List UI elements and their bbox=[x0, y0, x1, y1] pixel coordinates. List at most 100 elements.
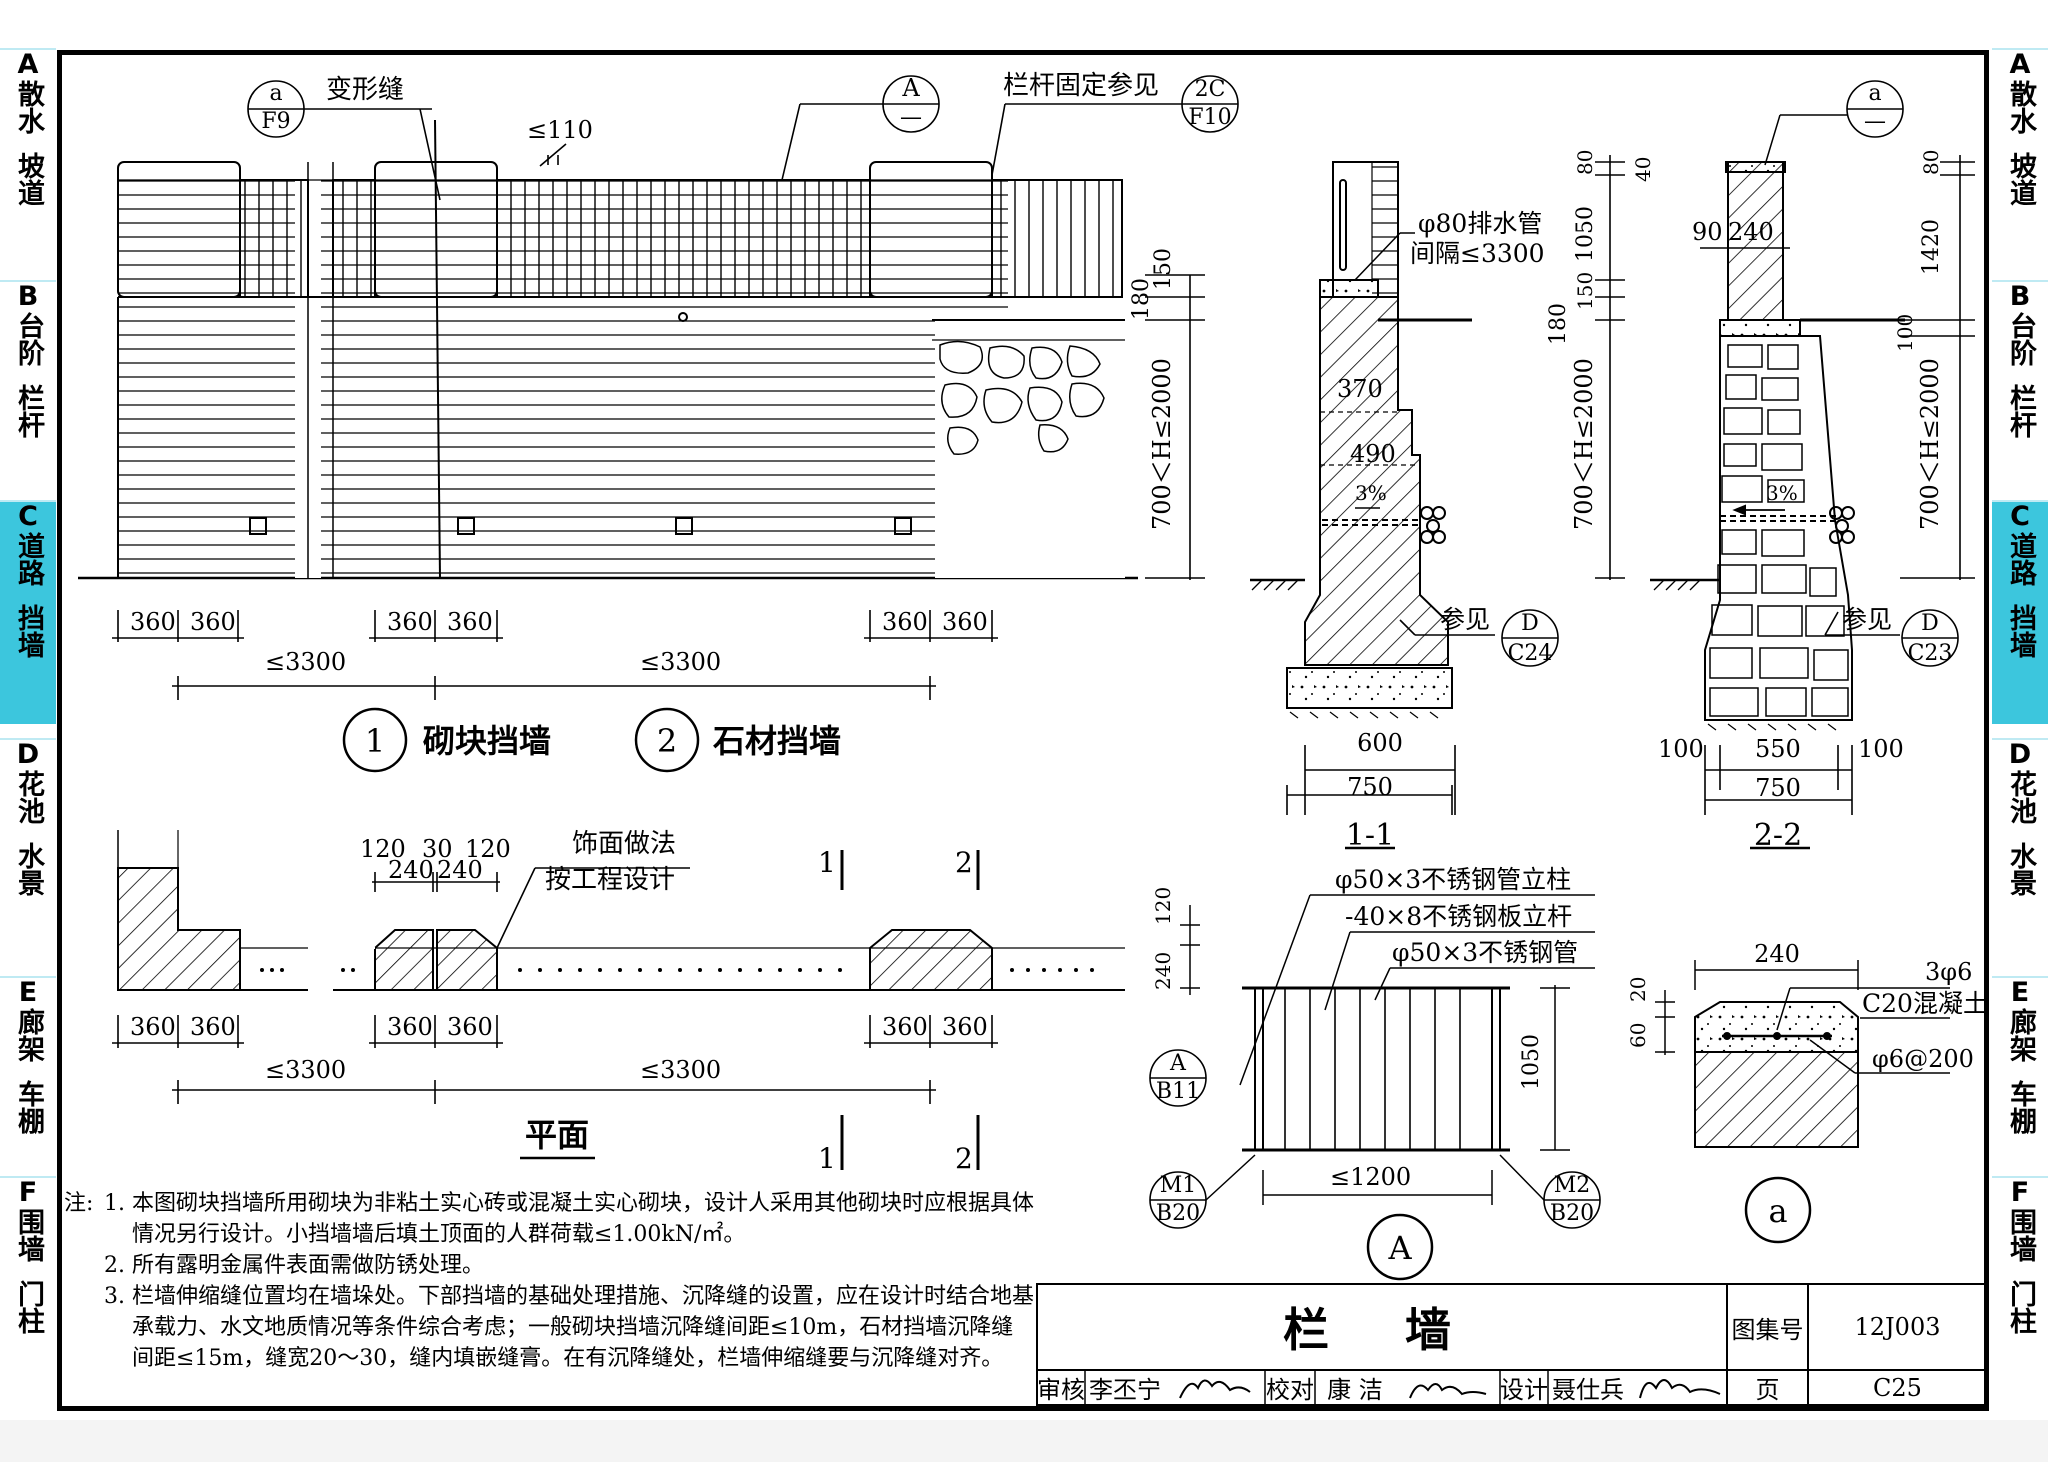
plan-dim-30: 30 bbox=[422, 835, 453, 863]
sec11-w750: 750 bbox=[1347, 773, 1393, 801]
elevation-view bbox=[78, 119, 1138, 580]
note-3-text: 栏墙伸缩缝位置均在墙垛处。下部挡墙的基础处理措施、沉降缝的设置，应在设计时结合地… bbox=[132, 1284, 1035, 1371]
elev-span-1: ≤3300 bbox=[265, 648, 346, 676]
callout-a-bottom: — bbox=[900, 105, 922, 130]
sec22-dim-80: 80 bbox=[1919, 150, 1943, 175]
block-wall-label: 砌块挡墙 bbox=[423, 722, 551, 760]
checker-name: 康 洁 bbox=[1327, 1376, 1383, 1404]
sec11-ref-label: 参见 bbox=[1440, 605, 1490, 634]
callout-d-c24-bottom: C24 bbox=[1508, 641, 1553, 666]
callout-2c-bottom: F10 bbox=[1188, 105, 1231, 130]
plan-dots bbox=[260, 968, 1094, 972]
elev-span-2: ≤3300 bbox=[640, 648, 721, 676]
callout-d-c23-bottom: C23 bbox=[1908, 641, 1953, 666]
sec11-dim-80: 80 bbox=[1573, 150, 1597, 175]
picket-spacing: ≤110 bbox=[527, 116, 593, 144]
plan-view bbox=[117, 830, 1125, 991]
callout-a-b11-top: A bbox=[1169, 1051, 1187, 1076]
callout-a-top: A bbox=[901, 74, 920, 102]
elev-dim-360-2: 360 bbox=[190, 608, 236, 636]
post-label: φ50×3不锈钢管立柱 bbox=[1335, 865, 1571, 894]
sec11-w600: 600 bbox=[1357, 729, 1403, 757]
concrete-label: C20混凝土 bbox=[1862, 989, 1988, 1018]
section-2-2-text: a — 90 240 3% 参见 D C23 100 550 100 750 2… bbox=[1658, 81, 1952, 853]
deta-dim-20: 20 bbox=[1626, 977, 1650, 1002]
facing-label-1: 饰面做法 bbox=[572, 829, 676, 859]
sec22-w750: 750 bbox=[1755, 774, 1801, 802]
detail-a-text: 240 3φ6 C20混凝土 φ6@200 20 60 a bbox=[1626, 940, 1988, 1230]
detail-A-title: A bbox=[1387, 1229, 1412, 1267]
plan-span-2: ≤3300 bbox=[640, 1056, 721, 1084]
elevation-annotations bbox=[112, 75, 1239, 700]
elev-dim-180: 180 bbox=[1129, 278, 1154, 320]
deta-w240: 240 bbox=[1754, 940, 1800, 968]
sec11-dim-40: 40 bbox=[1631, 157, 1655, 182]
sec22-w100a: 100 bbox=[1658, 735, 1704, 763]
detail-a bbox=[1655, 960, 1950, 1244]
plan-dim-360-2: 360 bbox=[190, 1013, 236, 1041]
reviewer-name: 李丕宁 bbox=[1089, 1376, 1161, 1404]
sec11-dim-150: 150 bbox=[1573, 272, 1597, 310]
atlas-label: 图集号 bbox=[1731, 1315, 1804, 1344]
plan-dim-360-6: 360 bbox=[942, 1013, 988, 1041]
page-label: 页 bbox=[1755, 1376, 1780, 1404]
sec22-w100b: 100 bbox=[1858, 735, 1904, 763]
facing-label-2: 按工程设计 bbox=[545, 865, 675, 895]
rail-label: φ50×3不锈钢管 bbox=[1392, 938, 1578, 967]
callout-m1-top: M1 bbox=[1160, 1173, 1197, 1198]
deform-joint-label: 变形缝 bbox=[326, 75, 404, 105]
designer-name: 聂仕兵 bbox=[1552, 1376, 1624, 1404]
detA-dim-1200: ≤1200 bbox=[1330, 1163, 1411, 1191]
elev-dim-h: 700＜H≤2000 bbox=[1148, 358, 1176, 530]
sec11-slope: 3% bbox=[1355, 481, 1387, 505]
callout-a-b11-bottom: B11 bbox=[1156, 1079, 1200, 1104]
detail-a-title: a bbox=[1768, 1192, 1787, 1230]
title-block bbox=[1036, 1283, 1988, 1406]
plan-dim-360-5: 360 bbox=[882, 1013, 928, 1041]
review-label: 审核 bbox=[1037, 1376, 1085, 1404]
callout-2c-top: 2C bbox=[1195, 77, 1226, 102]
drawing-title: 栏 墙 bbox=[1282, 1303, 1481, 1357]
plan-title: 平面 bbox=[525, 1116, 589, 1154]
sec22-w550: 550 bbox=[1755, 735, 1801, 763]
sec22-slope: 3% bbox=[1766, 481, 1798, 505]
callout-a2-top: a bbox=[1868, 81, 1881, 106]
atlas-number: 12J003 bbox=[1854, 1313, 1941, 1341]
sec22-w90: 90 bbox=[1692, 218, 1723, 246]
callout-d-c23-top: D bbox=[1921, 611, 1939, 636]
view-num-2: 2 bbox=[657, 722, 677, 760]
sec22-dim-100: 100 bbox=[1893, 314, 1917, 352]
bars-label: 3φ6 bbox=[1925, 958, 1972, 986]
detail-A bbox=[1149, 894, 1601, 1281]
sec11-title: 1-1 bbox=[1346, 818, 1394, 853]
section-1-1 bbox=[1250, 155, 1625, 850]
plan-dim-240-b: 240 bbox=[437, 856, 483, 884]
plan-dim-120-a: 120 bbox=[360, 835, 406, 863]
detA-dim-1050: 1050 bbox=[1519, 1034, 1544, 1090]
elev-dim-360-1: 360 bbox=[130, 608, 176, 636]
plan-annotations bbox=[112, 850, 998, 1170]
callout-m1-bottom: B20 bbox=[1156, 1201, 1200, 1226]
plan-dim-120-b: 120 bbox=[465, 835, 511, 863]
sec11-dim-h: 700＜H≤2000 bbox=[1570, 358, 1598, 530]
elevation-text: a F9 变形缝 A — 栏杆固定参见 2C F10 ≤110 150 180 … bbox=[130, 71, 1232, 676]
sec22-title: 2-2 bbox=[1754, 818, 1802, 853]
drain-spacing-label: 间隔≤3300 bbox=[1410, 239, 1545, 268]
sec11-dim-1050: 1050 bbox=[1573, 206, 1598, 262]
callout-d-c24-top: D bbox=[1521, 611, 1539, 636]
detA-dim-240: 240 bbox=[1151, 952, 1175, 990]
check-label: 校对 bbox=[1266, 1376, 1314, 1404]
deta-dim-60: 60 bbox=[1626, 1023, 1650, 1048]
